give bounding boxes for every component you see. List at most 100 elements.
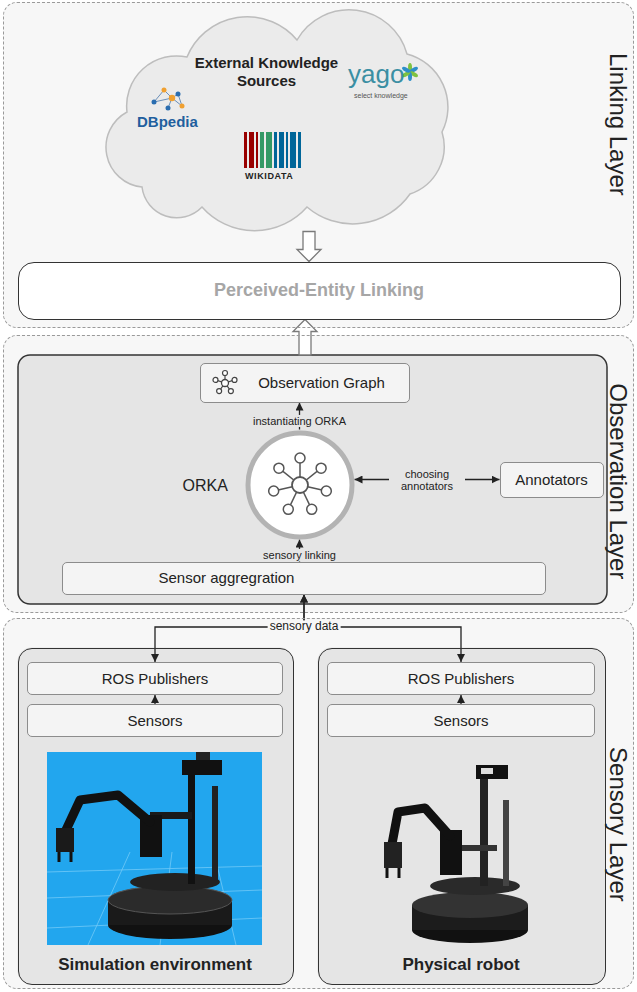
simulated-robot <box>58 852 61 862</box>
block-arrow <box>297 232 321 262</box>
orka-icon <box>248 433 352 537</box>
node-label: External Knowledge Sources <box>192 54 342 90</box>
connector <box>460 695 461 704</box>
physical-robot <box>503 800 509 886</box>
publisher-box: ROS Publishers <box>27 662 283 695</box>
layer-ground <box>3 2 634 328</box>
graph-icon <box>221 379 228 386</box>
orka-icon <box>316 463 326 473</box>
node-label: ROS Publishers <box>102 670 209 688</box>
wikidata-barcode <box>256 132 258 168</box>
wikidata-barcode <box>290 132 296 168</box>
node-label: Observation Graph <box>258 374 385 392</box>
orka-icon <box>295 453 305 463</box>
simulated-robot <box>182 760 222 775</box>
logo-text: WIKIDATA <box>245 172 293 182</box>
orka-circle: ORKA <box>245 430 355 540</box>
wikidata-barcode <box>274 132 277 168</box>
simulated-robot <box>130 873 220 891</box>
sensor-box: Sensors <box>27 704 283 737</box>
cloud-shape <box>105 9 447 230</box>
wikidata-barcode <box>260 132 264 168</box>
orka-icon <box>245 430 355 540</box>
wikidata-barcode <box>286 132 288 168</box>
logo-text: yago <box>348 60 404 89</box>
orka-icon <box>283 504 293 514</box>
physical-robot <box>392 808 450 844</box>
physical-robot <box>384 842 402 868</box>
block-arrow <box>293 320 317 356</box>
simulation-image <box>47 752 262 945</box>
wikidata-barcode <box>298 132 301 168</box>
robot-panel: ROS PublishersSensorsPhysical robot <box>318 648 606 985</box>
simulated-robot <box>56 752 232 939</box>
graph-icon <box>222 370 227 375</box>
wikidata-barcode <box>249 132 254 168</box>
orka-icon <box>306 504 316 514</box>
physical-robot <box>384 765 528 943</box>
simulated-robot <box>212 786 218 884</box>
physical-robot <box>386 868 389 878</box>
dbpedia-icon <box>175 91 180 96</box>
node-label: Sensors <box>127 712 182 730</box>
layer-band: External Knowledge SourcesPerceived-Enti… <box>3 2 634 328</box>
panel-ground <box>318 648 606 985</box>
node-label: Sensor aggregration <box>159 569 295 587</box>
dbpedia-icon <box>151 99 156 104</box>
graph-icon <box>211 369 239 397</box>
simulated-robot <box>196 752 210 760</box>
wikidata-barcode <box>279 132 284 168</box>
wikidata-barcode <box>244 132 301 168</box>
graph-icon <box>228 388 233 393</box>
orka-icon <box>273 463 283 473</box>
physical-robot <box>476 765 508 779</box>
connector <box>154 695 155 704</box>
node-label: ROS Publishers <box>408 670 515 688</box>
node-label: Sensors <box>433 712 488 730</box>
physical-robot <box>398 868 401 878</box>
node-label: Perceived-Entity Linking <box>214 280 424 302</box>
simulation-image <box>47 866 262 872</box>
node-label: ORKA <box>183 476 228 495</box>
layer-title: Sensory Layer <box>603 747 632 902</box>
simulated-robot <box>66 795 150 830</box>
aggregation-box: Sensor aggregration <box>62 562 546 595</box>
publisher-box: ROS Publishers <box>327 662 595 695</box>
physical-robot <box>480 776 488 886</box>
node-label: Annotators <box>515 471 588 489</box>
observation-panel <box>18 355 607 604</box>
node-label: Simulation environment <box>17 955 293 975</box>
wikidata-barcode <box>244 132 247 168</box>
layer-band: ROS PublishersSensorsSimulation environm… <box>3 618 634 989</box>
graph-icon <box>232 377 237 382</box>
simulation-image <box>47 752 262 945</box>
edge-label: sensory linking <box>261 549 338 561</box>
wikidata-barcode <box>266 132 272 168</box>
dbpedia-icon <box>161 87 166 92</box>
layer-band: Observation GraphORKA AnnotatorsSensor ag… <box>3 335 634 613</box>
dbpedia-icon <box>168 94 174 100</box>
layer-ground <box>3 335 634 613</box>
dbpedia-icon <box>151 87 184 110</box>
node-label: Physical robot <box>317 955 605 975</box>
layer-ground <box>3 618 634 989</box>
graph-box: Observation Graph <box>200 363 410 403</box>
graph-icon <box>212 377 217 382</box>
simulated-robot <box>188 772 195 884</box>
logo-text: select knowledge <box>354 92 408 100</box>
simulation-image <box>47 852 262 945</box>
robot-panel: ROS PublishersSensorsSimulation environm… <box>18 648 294 985</box>
dbpedia-icon <box>179 103 184 108</box>
graph-icon <box>216 388 221 393</box>
physical-robot <box>412 892 528 918</box>
simulated-robot <box>70 852 73 862</box>
sensor-box: Sensors <box>327 704 595 737</box>
layer-title: Linking Layer <box>603 53 632 196</box>
dbpedia-icon <box>165 105 170 110</box>
annotators-box: Annotators <box>500 462 604 498</box>
simulated-robot <box>56 828 74 852</box>
orka-icon <box>292 477 308 493</box>
linking-box: Perceived-Entity Linking <box>18 262 621 320</box>
physical-robot <box>481 768 493 774</box>
orka-icon <box>321 486 331 496</box>
